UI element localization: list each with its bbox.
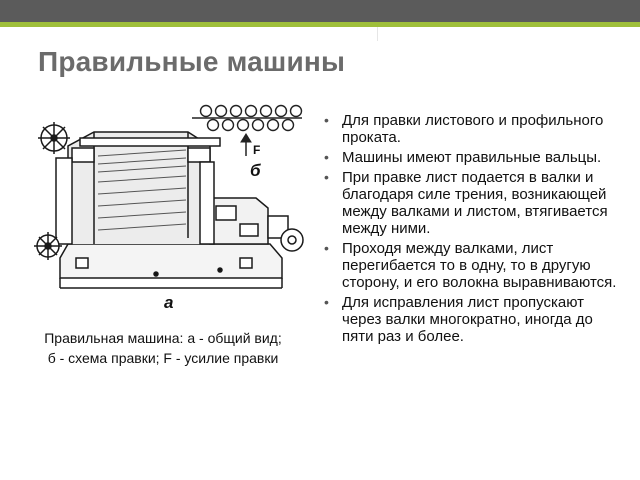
label-b: б bbox=[250, 161, 261, 180]
bullet-item: • Для исправления лист пропускают через в… bbox=[320, 294, 620, 345]
figure-caption: Правильная машина: а - общий вид; б - сх… bbox=[18, 328, 308, 368]
force-label: F bbox=[253, 143, 260, 157]
bullet-item: • Проходя между валками, лист перегибаетс… bbox=[320, 240, 620, 291]
machine-drawing bbox=[34, 122, 304, 289]
bullet-item: • При правке лист подается в валки и благ… bbox=[320, 169, 620, 237]
caption-line-2: б - схема правки; F - усилие правки bbox=[47, 350, 279, 366]
bullet-text: При правке лист подается в валки и благо… bbox=[342, 169, 608, 237]
caption-line-1: Правильная машина: а - общий вид; bbox=[44, 330, 282, 346]
force-arrow bbox=[240, 133, 252, 156]
bullet-text: Проходя между валками, лист перегибается… bbox=[342, 240, 617, 291]
bullet-text: Для исправления лист пропускают через ва… bbox=[342, 294, 593, 345]
bullet-icon: • bbox=[324, 240, 329, 256]
label-a: а bbox=[164, 293, 173, 312]
bullet-text: Машины имеют правильные вальцы. bbox=[342, 149, 602, 166]
header-bar bbox=[0, 0, 640, 22]
bullet-icon: • bbox=[324, 294, 329, 310]
bullet-icon: • bbox=[324, 112, 329, 128]
slide-title: Правильные машины bbox=[38, 46, 346, 77]
straightening-machine-figure: F б bbox=[34, 104, 304, 312]
accent-line bbox=[0, 22, 640, 27]
bullet-item: • Машины имеют правильные вальцы. bbox=[320, 149, 620, 166]
bullet-item: • Для правки листового и профильного прок… bbox=[320, 112, 620, 146]
bullet-text: Для правки листового и профильного прока… bbox=[342, 112, 604, 146]
header-tab bbox=[377, 27, 640, 41]
roller-scheme bbox=[192, 104, 303, 132]
bullet-icon: • bbox=[324, 169, 329, 185]
bullet-list: • Для правки листового и профильного прок… bbox=[320, 112, 620, 348]
bullet-icon: • bbox=[324, 149, 329, 165]
